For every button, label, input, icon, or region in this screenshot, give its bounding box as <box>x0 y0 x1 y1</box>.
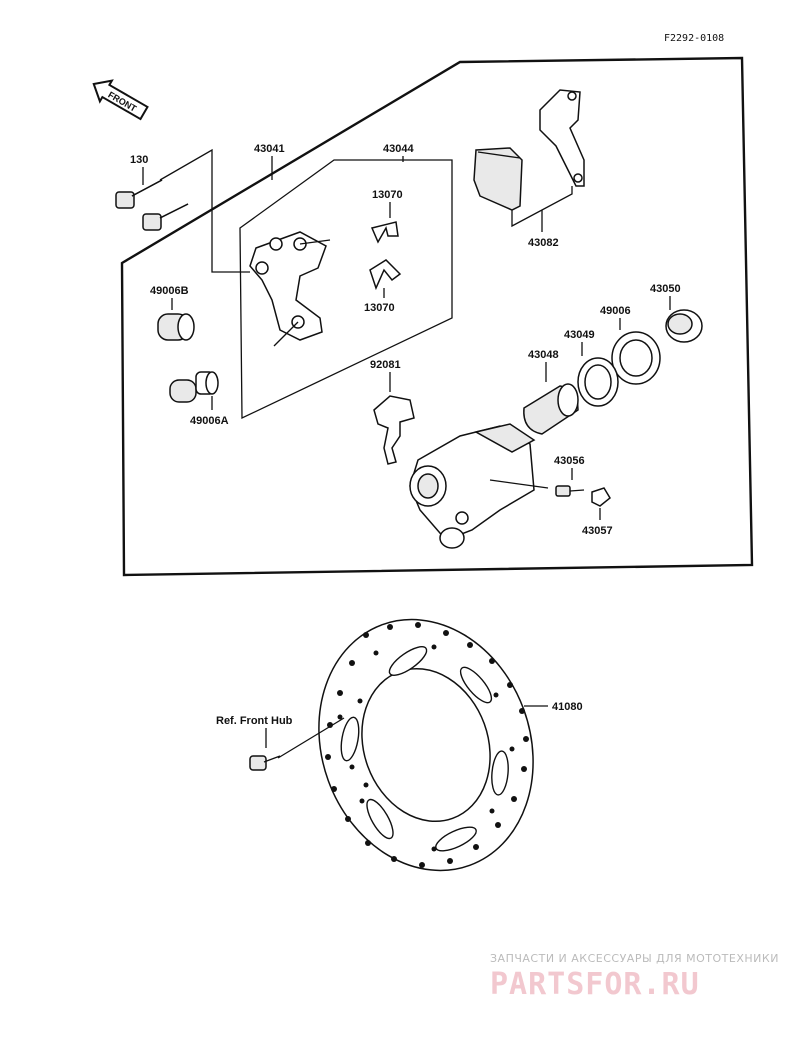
watermark-subtitle: ЗАПЧАСТИ И АКСЕССУАРЫ ДЛЯ МОТОТЕХНИКИ <box>490 952 779 965</box>
label-43057: 43057 <box>582 525 613 537</box>
boot-49006a <box>169 371 219 403</box>
caliper-body <box>409 423 549 549</box>
label-43050: 43050 <box>650 283 681 295</box>
piston-seal-43049 <box>577 357 619 407</box>
brake-pad-front <box>473 147 523 211</box>
dust-seal-49006 <box>611 331 661 385</box>
label-92081: 92081 <box>370 359 401 371</box>
label-43082: 43082 <box>528 237 559 249</box>
label-43056: 43056 <box>554 455 585 467</box>
pad-spring-clip-upper <box>370 221 399 244</box>
label-43049: 43049 <box>564 329 595 341</box>
caliper-bracket <box>249 231 331 347</box>
pad-spring-92081 <box>373 395 415 465</box>
ref-front-hub-label: Ref. Front Hub <box>216 715 293 727</box>
brake-disc-41080 <box>318 618 534 872</box>
disc-mounting-bolt <box>249 755 281 771</box>
label-49006b: 49006B <box>150 285 189 297</box>
brake-pad-rear <box>539 89 585 187</box>
bolt-130-upper <box>115 179 163 209</box>
front-arrow-icon: FRONT <box>92 79 149 121</box>
bleeder-valve-43056 <box>555 485 585 497</box>
label-43048: 43048 <box>528 349 559 361</box>
bolt-130-lower <box>142 203 189 231</box>
label-130: 130 <box>130 154 148 166</box>
diagram-code: F2292-0108 <box>664 33 724 44</box>
caliper-piston-43048 <box>523 383 579 435</box>
label-49006a: 49006A <box>190 415 229 427</box>
boot-49006b <box>157 313 195 341</box>
pad-spring-clip-lower <box>369 259 402 291</box>
label-13070-top: 13070 <box>372 189 403 201</box>
piston-cap-43050 <box>665 309 703 343</box>
label-43041: 43041 <box>254 143 285 155</box>
label-13070-bottom: 13070 <box>364 302 395 314</box>
label-43044: 43044 <box>383 143 414 155</box>
bracket-assembly-frame <box>239 159 453 420</box>
watermark-logo: PARTSFOR.RU <box>490 967 700 1002</box>
label-49006: 49006 <box>600 305 631 317</box>
bleeder-cap-43057 <box>591 487 611 507</box>
caliper-assembly-frame <box>120 56 754 577</box>
label-41080: 41080 <box>552 701 583 713</box>
